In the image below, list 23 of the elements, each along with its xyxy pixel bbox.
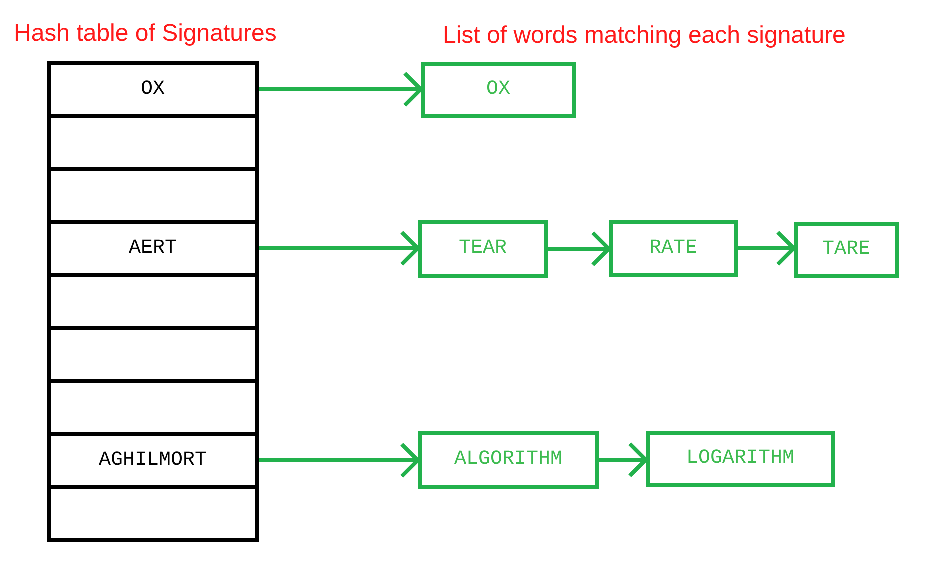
word-box: [646, 431, 835, 487]
signature-text: OX: [140, 76, 165, 102]
word-box: [794, 222, 899, 278]
word-text: TEAR: [458, 236, 507, 262]
arrow: [738, 230, 796, 266]
word-box: [418, 431, 599, 489]
signature-text: AERT: [128, 236, 177, 262]
arrow: [259, 72, 423, 108]
arrow: [259, 442, 420, 478]
word-text: TARE: [822, 237, 870, 263]
word-box: [609, 220, 738, 277]
word-text: LOGARITHM: [686, 446, 795, 472]
arrow: [259, 230, 420, 266]
word-text: ALGORITHM: [454, 447, 563, 473]
word-text: RATE: [649, 236, 698, 262]
heading: List of words matching each signature: [443, 21, 846, 51]
arrow: [599, 442, 648, 478]
word-text: OX: [486, 77, 510, 103]
word-box: [418, 220, 548, 278]
word-box: [421, 62, 576, 118]
arrow: [548, 231, 611, 267]
signature-text: AGHILMORT: [98, 448, 208, 474]
heading: Hash table of Signatures: [14, 19, 277, 49]
